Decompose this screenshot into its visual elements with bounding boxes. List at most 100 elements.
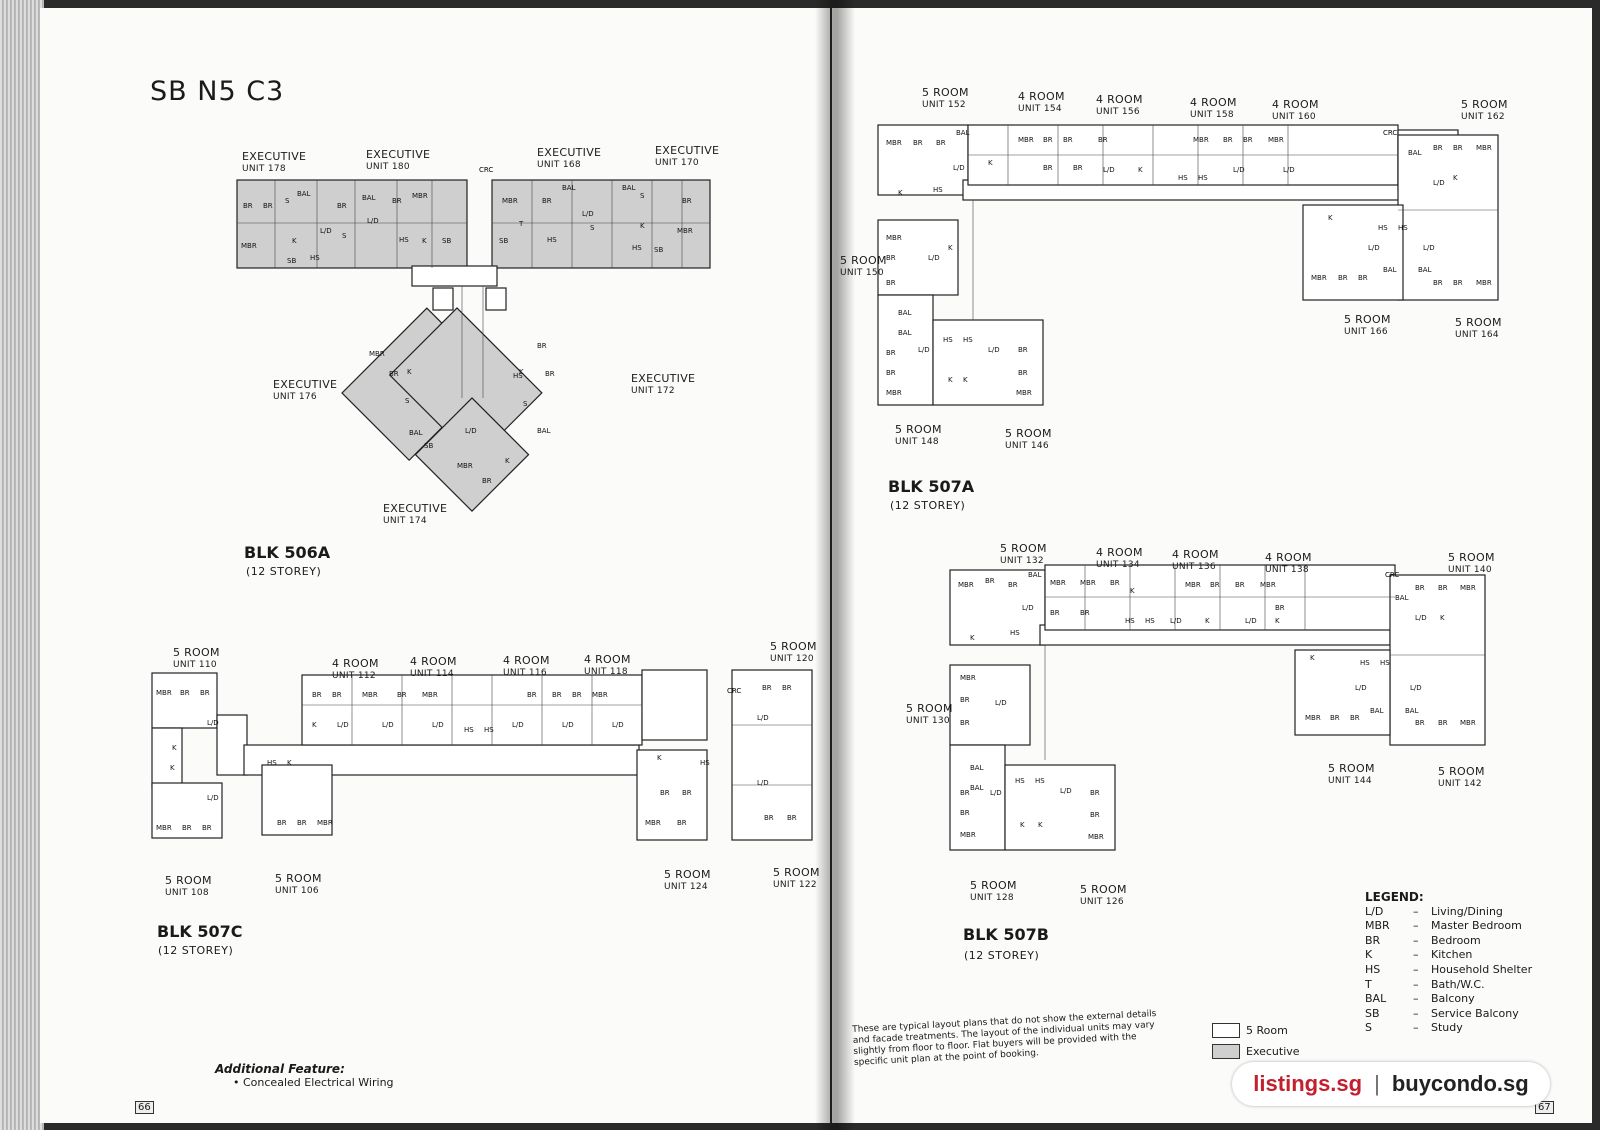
svg-text:BR: BR — [482, 477, 492, 485]
crc-label-507a: CRC — [1383, 129, 1397, 137]
svg-text:BR: BR — [1223, 136, 1233, 144]
svg-text:K: K — [170, 764, 175, 772]
svg-text:MBR: MBR — [1088, 833, 1104, 841]
svg-text:L/D: L/D — [1415, 614, 1427, 622]
svg-text:BR: BR — [552, 691, 562, 699]
svg-text:K: K — [1138, 166, 1143, 174]
svg-text:HS: HS — [464, 726, 474, 734]
svg-text:HS: HS — [943, 336, 953, 344]
svg-text:BAL: BAL — [537, 427, 551, 435]
svg-text:MBR: MBR — [362, 691, 378, 699]
svg-text:SB: SB — [424, 442, 433, 450]
svg-text:HS: HS — [399, 236, 409, 244]
svg-text:BR: BR — [1438, 719, 1448, 727]
svg-text:S: S — [590, 224, 595, 232]
svg-text:BR: BR — [1433, 144, 1443, 152]
svg-text:MBR: MBR — [1080, 579, 1096, 587]
legend-row: T–Bath/W.C. — [1365, 977, 1485, 991]
legend-row: BR–Bedroom — [1365, 933, 1481, 947]
svg-text:MBR: MBR — [156, 689, 172, 697]
svg-text:MBR: MBR — [1268, 136, 1284, 144]
svg-text:BR: BR — [297, 819, 307, 827]
svg-text:MBR: MBR — [645, 819, 661, 827]
svg-text:BR: BR — [913, 139, 923, 147]
svg-text:K: K — [948, 244, 953, 252]
svg-text:BR: BR — [200, 689, 210, 697]
svg-text:K: K — [422, 237, 427, 245]
svg-text:L/D: L/D — [1355, 684, 1367, 692]
watermark-site2: buycondo.sg — [1391, 1071, 1529, 1096]
svg-text:HS: HS — [310, 254, 320, 262]
svg-text:SB: SB — [287, 257, 296, 265]
svg-text:L/D: L/D — [1170, 617, 1182, 625]
svg-text:BR: BR — [936, 139, 946, 147]
svg-text:HS: HS — [632, 244, 642, 252]
svg-text:BR: BR — [886, 349, 896, 357]
legend: LEGEND: L/D–Living/Dining MBR–Master Bed… — [1365, 890, 1532, 1036]
svg-text:K: K — [172, 744, 177, 752]
svg-text:MBR: MBR — [412, 192, 428, 200]
svg-text:BR: BR — [1008, 581, 1018, 589]
svg-text:L/D: L/D — [757, 779, 769, 787]
svg-text:MBR: MBR — [502, 197, 518, 205]
svg-text:HS: HS — [1198, 174, 1208, 182]
svg-text:BAL: BAL — [898, 329, 912, 337]
svg-text:BR: BR — [1415, 719, 1425, 727]
svg-text:MBR: MBR — [241, 242, 257, 250]
svg-text:BR: BR — [985, 577, 995, 585]
svg-text:MBR: MBR — [886, 234, 902, 242]
legend-row: HS–Household Shelter — [1365, 962, 1533, 976]
svg-text:K: K — [1453, 174, 1458, 182]
svg-text:BR: BR — [682, 789, 692, 797]
additional-item: • Concealed Electrical Wiring — [233, 1076, 394, 1089]
svg-text:S: S — [523, 400, 528, 408]
svg-text:K: K — [519, 368, 524, 376]
key-five-room: 5 Room — [1212, 1023, 1288, 1038]
svg-text:BR: BR — [782, 684, 792, 692]
svg-text:L/D: L/D — [612, 721, 624, 729]
svg-text:K: K — [292, 237, 297, 245]
svg-text:L/D: L/D — [562, 721, 574, 729]
svg-text:HS: HS — [1145, 617, 1155, 625]
svg-text:SB: SB — [499, 237, 508, 245]
legend-row: MBR–Master Bedroom — [1365, 919, 1522, 933]
svg-text:BR: BR — [1350, 714, 1360, 722]
svg-text:BR: BR — [1090, 789, 1100, 797]
svg-text:BR: BR — [677, 819, 687, 827]
svg-text:BR: BR — [312, 691, 322, 699]
legend-row: SB–Service Balcony — [1365, 1006, 1519, 1020]
svg-text:BR: BR — [764, 814, 774, 822]
watermark-site1: listings.sg — [1253, 1071, 1363, 1096]
svg-text:BAL: BAL — [898, 309, 912, 317]
svg-text:BR: BR — [1275, 604, 1285, 612]
block-title-507c: BLK 507C — [157, 922, 243, 941]
svg-text:S: S — [342, 232, 347, 240]
svg-text:BAL: BAL — [970, 784, 984, 792]
svg-text:T: T — [518, 220, 524, 228]
svg-text:BR: BR — [960, 719, 970, 727]
svg-text:BR: BR — [1330, 714, 1340, 722]
svg-text:BR: BR — [572, 691, 582, 699]
svg-text:MBR: MBR — [1018, 136, 1034, 144]
svg-text:L/D: L/D — [512, 721, 524, 729]
svg-text:HS: HS — [1398, 224, 1408, 232]
svg-text:K: K — [312, 721, 317, 729]
svg-text:L/D: L/D — [1103, 166, 1115, 174]
svg-text:K: K — [287, 759, 292, 767]
block-title-506a: BLK 506A — [244, 543, 331, 562]
additional-heading: Additional Feature: — [215, 1062, 345, 1076]
